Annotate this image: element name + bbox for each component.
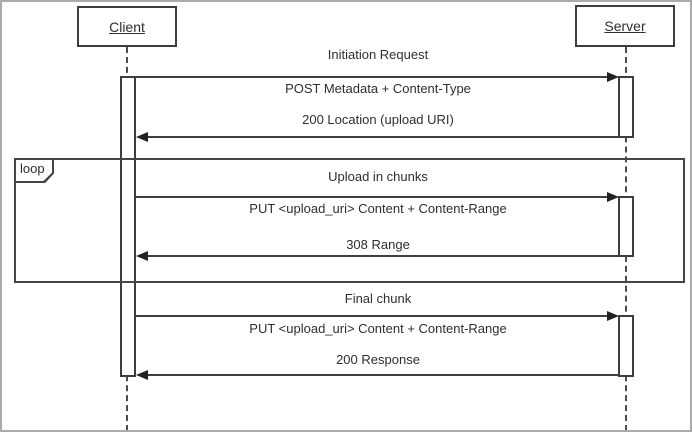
arrowhead-left-icon [136,370,148,380]
server-activation-bar-3 [618,315,634,377]
phase-title-upload-in-chunks: Upload in chunks [328,169,428,184]
actor-box-server: Server [575,5,675,47]
message-label-post-metadata: POST Metadata + Content-Type [285,81,471,96]
loop-operator-label: loop [20,161,45,176]
arrow-line [136,76,611,78]
message-arrow-200-response [136,370,619,380]
actor-box-client: Client [77,6,177,47]
message-label-put-final: PUT <upload_uri> Content + Content-Range [249,321,507,336]
message-label-200-response: 200 Response [336,352,420,367]
message-label-308-range: 308 Range [346,237,410,252]
server-activation-bar-1 [618,76,634,138]
arrow-line [144,374,619,376]
loop-tag-fill [16,160,52,181]
arrow-line [144,136,619,138]
arrowhead-right-icon [607,72,619,82]
arrowhead-right-icon [607,311,619,321]
actor-label-client: Client [109,18,145,35]
phase-title-initiation-request: Initiation Request [327,47,429,62]
arrow-line [136,315,611,317]
arrowhead-left-icon [136,132,148,142]
arrow-line [144,255,619,257]
arrowhead-left-icon [136,251,148,261]
actor-label-server: Server [604,18,646,34]
client-activation-bar [120,76,136,377]
message-arrow-post-metadata [136,72,619,82]
message-arrow-308-range [136,251,619,261]
message-label-put-chunk: PUT <upload_uri> Content + Content-Range [249,201,507,216]
arrow-line [136,196,611,198]
server-activation-bar-2 [618,196,634,257]
message-arrow-200-location [136,132,619,142]
loop-operator-tag: loop [14,158,54,183]
phase-title-final-chunk: Final chunk [344,291,412,306]
message-arrow-put-chunk [136,192,619,202]
loop-fragment-frame: loop [14,158,685,283]
message-label-200-location: 200 Location (upload URI) [302,112,454,127]
arrowhead-right-icon [607,192,619,202]
message-arrow-put-final [136,311,619,321]
